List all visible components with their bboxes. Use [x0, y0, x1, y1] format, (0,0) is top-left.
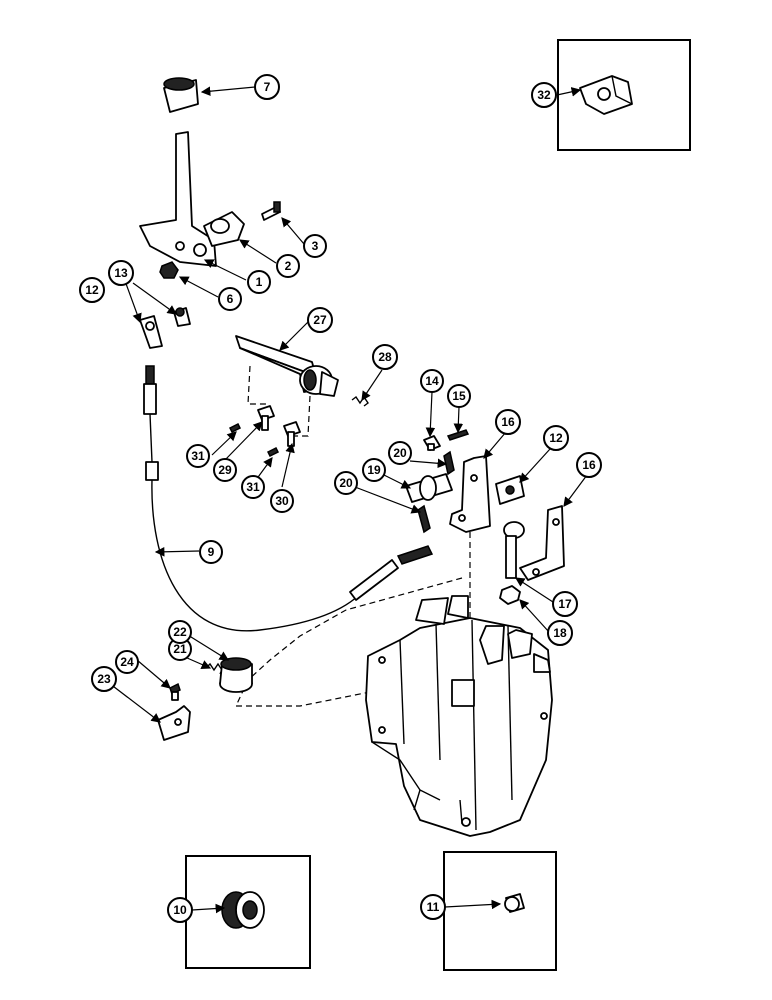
pin-30: [283, 421, 301, 447]
callout-label-24: 24: [120, 655, 134, 669]
bracket-16-left: [449, 455, 491, 533]
callout-label-6: 6: [227, 292, 234, 306]
callout-15: 15: [447, 384, 471, 408]
cotter-31-lower: [266, 446, 280, 458]
nut-18: [499, 585, 521, 605]
callout-31-upper: 31: [186, 444, 210, 468]
callout-31-lower: 31: [241, 475, 265, 499]
callout-label-21: 21: [173, 642, 187, 656]
callout-label-2: 2: [285, 259, 292, 273]
callout-label-20-lower: 20: [339, 476, 353, 490]
knob-7: [163, 77, 199, 113]
callout-14: 14: [420, 369, 444, 393]
callout-7: 7: [254, 74, 280, 100]
callout-label-1: 1: [256, 275, 263, 289]
callout-label-23: 23: [97, 672, 111, 686]
rod-17: [503, 521, 525, 579]
pin-20-upper: [443, 450, 455, 476]
nut-6: [159, 261, 179, 279]
callout-18: 18: [547, 620, 573, 646]
callout-13: 13: [108, 260, 134, 286]
callout-label-10: 10: [173, 903, 187, 917]
inset-box-32: [557, 39, 691, 151]
callout-12-right: 12: [543, 425, 569, 451]
lever-1: [139, 131, 217, 267]
callout-label-32: 32: [537, 88, 551, 102]
callout-label-31-upper: 31: [191, 449, 205, 463]
callout-16-right: 16: [576, 452, 602, 478]
callout-label-11: 11: [427, 900, 440, 914]
callout-17: 17: [552, 591, 578, 617]
callout-label-27: 27: [313, 313, 327, 327]
callout-label-14: 14: [425, 374, 439, 388]
callout-20-lower: 20: [334, 471, 358, 495]
callout-10: 10: [167, 897, 193, 923]
callout-28: 28: [372, 344, 398, 370]
callout-label-13: 13: [114, 266, 128, 280]
callout-label-31-lower: 31: [246, 480, 260, 494]
callout-label-12-right: 12: [549, 431, 563, 445]
spring-21: [205, 662, 223, 675]
callout-3: 3: [303, 234, 327, 258]
callout-9: 9: [199, 540, 223, 564]
callout-label-12-left: 12: [85, 283, 99, 297]
callout-label-7: 7: [264, 80, 271, 94]
callout-label-15: 15: [452, 389, 466, 403]
callout-label-18: 18: [553, 626, 567, 640]
bracket-16-right: [519, 505, 565, 581]
callout-20-upper: 20: [388, 441, 412, 465]
callout-label-17: 17: [558, 597, 572, 611]
callout-label-29: 29: [218, 463, 232, 477]
callout-label-3: 3: [312, 239, 319, 253]
cotter-31-upper: [228, 422, 242, 434]
callout-label-16-right: 16: [582, 458, 596, 472]
callout-label-9: 9: [208, 545, 215, 559]
pin-20-lower: [417, 504, 431, 534]
callout-24: 24: [115, 650, 139, 674]
screw-3: [261, 201, 281, 221]
callout-6: 6: [218, 287, 242, 311]
callout-label-28: 28: [378, 350, 392, 364]
callout-label-30: 30: [275, 494, 289, 508]
callout-label-19: 19: [367, 463, 381, 477]
control-valve: [365, 595, 553, 837]
callout-label-16-left: 16: [501, 415, 515, 429]
clevis-12-right: [495, 475, 525, 505]
pin-14: [423, 435, 441, 451]
pin-13: [173, 307, 191, 327]
callout-1: 1: [247, 270, 271, 294]
callout-label-22: 22: [173, 625, 187, 639]
callout-19: 19: [362, 458, 386, 482]
callout-30: 30: [270, 489, 294, 513]
callout-16-left: 16: [495, 409, 521, 435]
callout-11: 11: [420, 894, 446, 920]
inset-box-10: [185, 855, 311, 969]
spring-28: [351, 395, 369, 407]
bracket-23: [157, 705, 191, 741]
callout-label-20-upper: 20: [393, 446, 407, 460]
screw-24: [169, 682, 181, 701]
pin-29: [257, 405, 275, 431]
pin-19: [405, 473, 453, 503]
inset-box-11: [443, 851, 557, 971]
callout-29: 29: [213, 458, 237, 482]
callout-12-left: 12: [79, 277, 105, 303]
callout-23: 23: [91, 666, 117, 692]
clevis-12-left: [139, 315, 163, 349]
arm-27: [235, 335, 339, 397]
callout-32: 32: [531, 82, 557, 108]
callout-2: 2: [276, 254, 300, 278]
pivot-bracket-2: [203, 211, 245, 247]
cable-9: [143, 365, 434, 632]
callout-22: 22: [168, 620, 192, 644]
callout-27: 27: [307, 307, 333, 333]
knob-22: [219, 657, 253, 693]
